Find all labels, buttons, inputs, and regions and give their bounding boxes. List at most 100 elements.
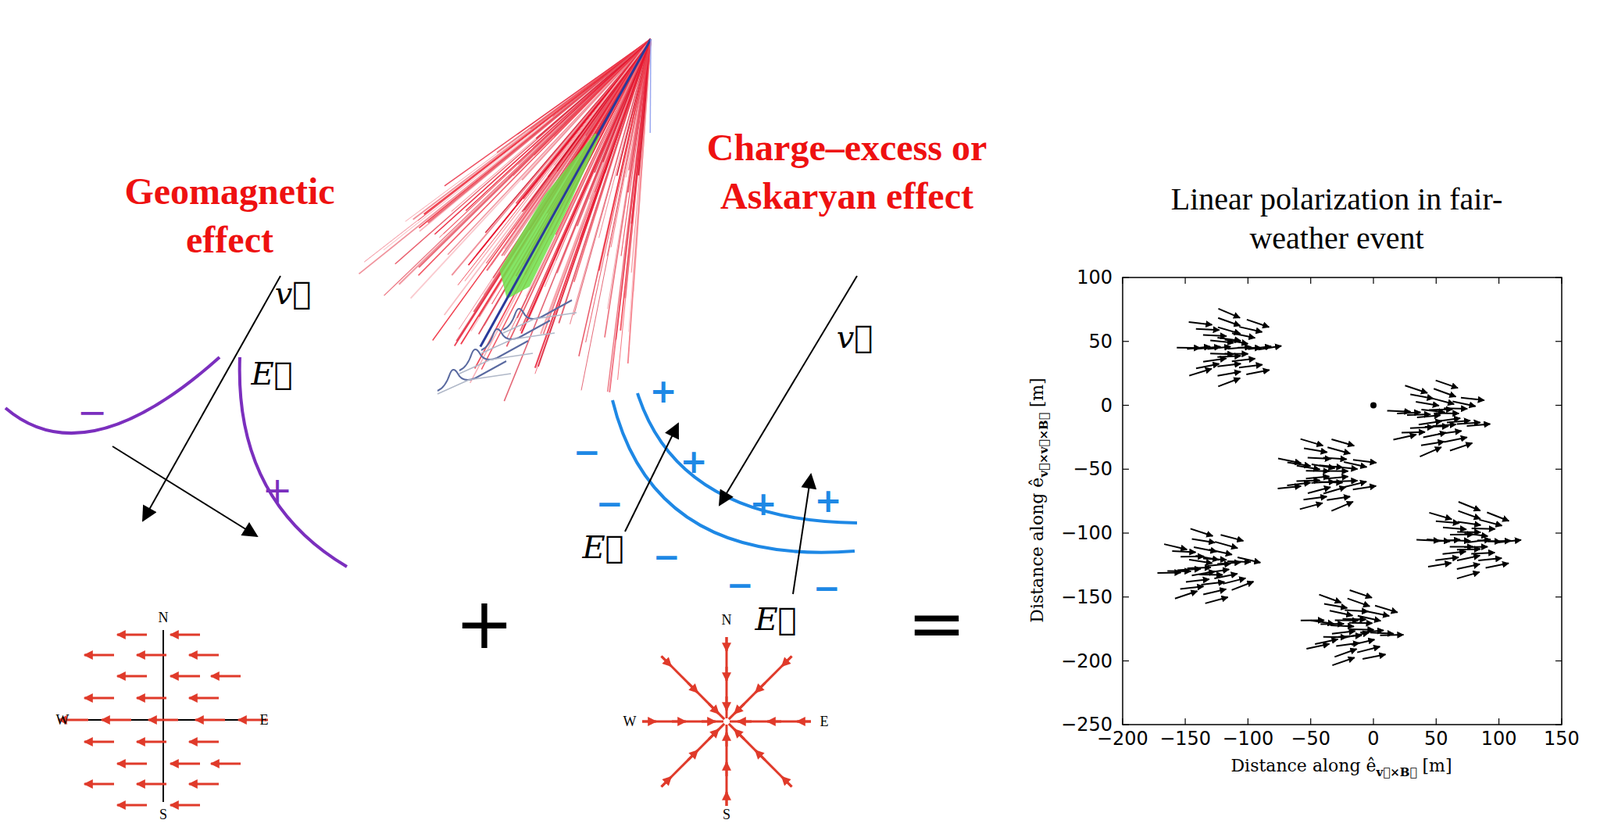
polarization-arrow (1175, 590, 1198, 599)
tick-label: −100 (1060, 521, 1113, 544)
field-arrow (661, 776, 672, 787)
polarization-arrow (1332, 630, 1356, 633)
compass-letter: S (159, 806, 168, 823)
particle-track (506, 39, 651, 347)
polarization-arrow (1450, 545, 1474, 547)
polarization-arrow (1324, 603, 1348, 608)
polarization-arrow (1417, 414, 1441, 418)
polarization-arrow (1192, 571, 1216, 575)
polarization-arrow (1460, 397, 1485, 400)
polarization-arrow (1479, 519, 1503, 526)
field-line (642, 720, 724, 723)
polarization-arrow (1300, 618, 1325, 621)
field-line (661, 656, 725, 720)
radio-pulse (459, 353, 533, 374)
field-line (725, 636, 729, 718)
polarization-arrow (1214, 541, 1238, 548)
field-arrow (688, 682, 699, 693)
particle-track (444, 39, 651, 186)
polarization-arrow (1335, 642, 1360, 647)
polarization-arrow (1446, 420, 1471, 422)
particle-track (471, 39, 651, 332)
polarization-arrow (1442, 551, 1467, 554)
field-arrow (136, 653, 167, 657)
vector-label: v⃗ (836, 318, 874, 355)
field-arrow (210, 762, 241, 765)
polarization-arrow (1342, 617, 1367, 621)
tick (1555, 724, 1562, 725)
polarization-arrow (1357, 615, 1381, 622)
field-line (728, 723, 793, 787)
compass-letter: N (158, 609, 169, 626)
polarization-arrow (1176, 346, 1200, 350)
charge-sign: − (595, 484, 623, 523)
polarization-arrow (1210, 353, 1234, 354)
tick (1435, 717, 1437, 725)
tick (1122, 596, 1129, 597)
polarization-arrow (1287, 482, 1311, 486)
polarization-arrow (1362, 653, 1386, 659)
radio-pulse (503, 312, 577, 333)
polarization-arrow (1196, 328, 1220, 331)
axis-title: Distance along êv⃗×B⃗ [m] (1230, 755, 1452, 779)
polarization-arrow (1237, 557, 1261, 563)
polarization-arrow (1418, 421, 1443, 425)
charge-sign: − (812, 568, 840, 608)
polarization-arrow (1258, 346, 1283, 350)
field-arrow (755, 750, 766, 761)
polarization-arrow (1405, 385, 1429, 393)
field-arrow (117, 675, 147, 678)
tick (1555, 276, 1562, 278)
tick-label: 50 (1088, 330, 1113, 353)
polarization-arrow (1222, 578, 1246, 584)
tick (1560, 717, 1562, 725)
polarization-arrow (1431, 397, 1454, 404)
polarization-arrow (1232, 332, 1255, 338)
polarization-arrow (1303, 448, 1328, 453)
field-arrow (189, 782, 219, 786)
axis-unit: [m] (1027, 377, 1047, 408)
particle-track (456, 39, 651, 341)
polarization-arrow (1353, 459, 1377, 463)
tick (1247, 277, 1249, 284)
polarization-arrow (1217, 355, 1241, 357)
field-arrow (112, 446, 258, 536)
tick-label: 100 (1076, 266, 1113, 289)
equals-operator: = (907, 582, 966, 665)
particle-track (475, 39, 651, 369)
vector-label: v⃗ (275, 275, 312, 311)
field-arrow (688, 750, 699, 761)
tick (1555, 340, 1562, 342)
tick (1555, 404, 1562, 406)
field-arrow (84, 782, 115, 786)
field-line (729, 720, 811, 723)
polarization-arrow (1350, 628, 1374, 631)
field-line (728, 656, 793, 720)
polarization-arrow (1433, 388, 1456, 397)
shower-axis (480, 39, 651, 347)
polarization-arrow (1306, 643, 1329, 649)
polarization-arrow (1435, 557, 1459, 561)
polarization-arrow (1423, 432, 1447, 438)
tick-label: −50 (1290, 727, 1331, 750)
polarization-arrow (1347, 598, 1370, 607)
polarization-arrow (1443, 437, 1467, 443)
field-arrow (170, 633, 200, 636)
charge-arc (612, 400, 855, 553)
polarization-arrow (1452, 400, 1475, 406)
polarization-arrow (1196, 364, 1220, 369)
polarization-arrow (1435, 380, 1458, 389)
tick (1310, 717, 1311, 725)
field-arrow (148, 718, 179, 722)
field-arrow (725, 696, 729, 711)
polarization-arrow (1458, 501, 1481, 511)
polarization-arrow (1319, 594, 1342, 603)
charge-sign: − (725, 565, 754, 604)
tick (1498, 277, 1500, 284)
tick (1121, 717, 1123, 725)
polarization-arrow (1325, 470, 1349, 472)
tick (1122, 724, 1129, 725)
tick (1555, 660, 1562, 661)
polarization-arrow (1375, 605, 1398, 613)
polarization-arrow (1457, 521, 1482, 525)
